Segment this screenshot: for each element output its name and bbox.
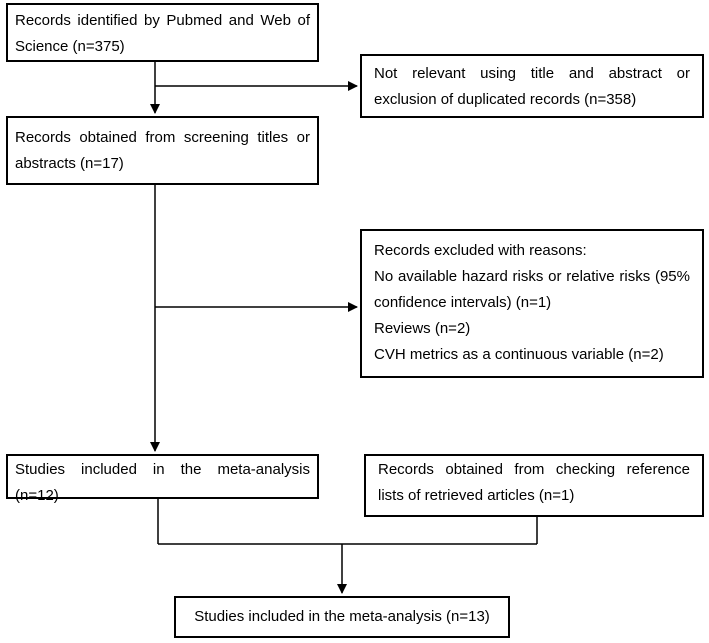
excluded-reason-continuous: CVH metrics as a continuous variable (n=… [374, 346, 664, 363]
excluded-heading: Records excluded with reasons: [374, 242, 587, 259]
final-included-box: Studies included in the meta-analysis (n… [174, 596, 510, 638]
records-screened-box: Records obtained from screening titles o… [6, 116, 319, 185]
records-excluded-box: Records excluded with reasons: No availa… [360, 229, 704, 378]
studies-included-text: Studies included in the meta-analysis (n… [15, 461, 310, 504]
excluded-reason-no-hazard: No available hazard risks or relative ri… [374, 268, 690, 311]
reference-lists-box: Records obtained from checking reference… [364, 454, 704, 517]
records-screened-text: Records obtained from screening titles o… [15, 129, 310, 172]
records-identified-box: Records identified by Pubmed and Web of … [6, 3, 319, 62]
reference-lists-text: Records obtained from checking reference… [378, 461, 690, 504]
excluded-reason-reviews: Reviews (n=2) [374, 320, 471, 337]
records-identified-text: Records identified by Pubmed and Web of … [15, 12, 310, 55]
studies-included-box: Studies included in the meta-analysis (n… [6, 454, 319, 504]
not-relevant-text: Not relevant using title and abstract or… [374, 65, 690, 108]
not-relevant-box: Not relevant using title and abstract or… [360, 54, 704, 118]
final-included-text: Studies included in the meta-analysis (n… [194, 608, 490, 625]
